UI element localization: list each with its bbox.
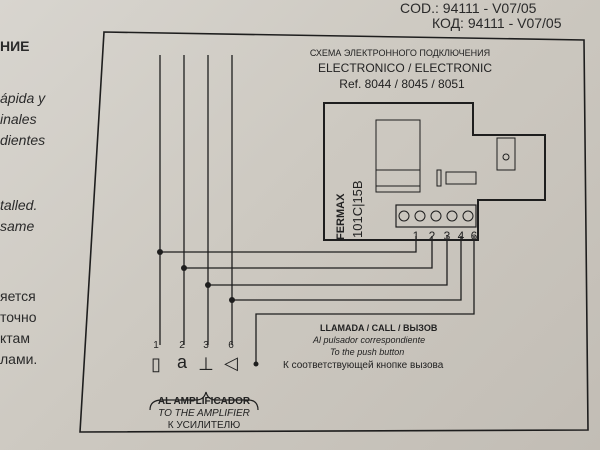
diagram-line	[398, 210, 410, 222]
diagram-line	[462, 210, 474, 222]
mic-symbol-icon: a	[177, 352, 188, 372]
diagram-label: 6	[228, 340, 234, 351]
left-line: ктам	[0, 330, 30, 346]
left-line: ápida y	[0, 90, 46, 106]
left-line: лами.	[0, 351, 38, 367]
diagram-line	[160, 236, 417, 253]
amp-terminal-labels: 1 2 3 6	[153, 340, 234, 351]
call-en: To the push button	[330, 347, 404, 357]
chip-component	[445, 171, 477, 185]
horn-symbol-icon: ◁	[224, 353, 238, 373]
call-es: Al pulsador correspondiente	[312, 335, 425, 345]
diagram-label: 2	[429, 229, 436, 243]
button-component	[496, 137, 516, 171]
diagram-line	[430, 210, 442, 222]
diagram-label: 3	[203, 340, 209, 351]
connection-wires	[160, 236, 475, 362]
call-label: LLAMADA / CALL / ВЫЗОВ	[320, 323, 438, 333]
diagram-line	[255, 236, 475, 362]
diagram-line	[375, 169, 421, 193]
diagram-line	[414, 210, 426, 222]
brand-logo: FERMAX	[335, 193, 347, 240]
diagram-label: 2	[179, 340, 185, 351]
terminal-strip	[395, 204, 477, 228]
diagram-label: 4	[458, 229, 465, 243]
call-ru: К соответствующей кнопке вызова	[283, 360, 444, 371]
ref: Ref. 8044 / 8045 / 8051	[339, 77, 465, 91]
diagram-label: 1	[153, 340, 159, 351]
diagram-line	[181, 265, 187, 271]
amp-symbols: ▯ a ⊥ ◁	[151, 352, 238, 374]
title-ru: СХЕМА ЭЛЕКТРОННОГО ПОДКЛЮЧЕНИЯ	[310, 48, 490, 58]
left-line: same	[0, 218, 35, 234]
left-heading: НИЕ	[0, 38, 30, 54]
left-line: яется	[0, 288, 36, 304]
board-terminal-labels: 1 2 3 4 6	[413, 229, 478, 243]
resistor-component	[436, 169, 442, 187]
model: 101C|15B	[350, 180, 365, 238]
diagram-line	[184, 236, 433, 269]
left-line: dientes	[0, 132, 46, 148]
left-line: точно	[0, 309, 37, 325]
amp-vertical-wires	[159, 55, 233, 345]
diagram-line	[157, 249, 163, 255]
diagram-line	[79, 31, 589, 433]
code-label: COD.: 94111 - V07/05	[400, 0, 537, 16]
junction-dots	[157, 249, 259, 367]
speaker-symbol-icon: ▯	[151, 354, 161, 374]
diagram-line	[229, 297, 235, 303]
diagram-label: 3	[444, 229, 451, 243]
amplifier-brace	[149, 391, 259, 411]
relay-component	[375, 119, 421, 187]
amp-en: TO THE AMPLIFIER	[158, 408, 250, 419]
amp-es: AL AMPLIFICADOR	[158, 396, 251, 407]
diagram-line	[502, 153, 510, 161]
diagram-label: 6	[471, 229, 478, 243]
diagram-line	[446, 210, 458, 222]
diagram-line	[205, 282, 211, 288]
diagram-line	[232, 236, 462, 301]
left-line: talled.	[0, 197, 38, 213]
board-outline	[323, 102, 546, 241]
ground-symbol-icon: ⊥	[198, 354, 214, 374]
kod-label: КОД: 94111 - V07/05	[432, 15, 562, 31]
left-line: inales	[0, 111, 37, 127]
amp-ru: К УСИЛИТЕЛЮ	[168, 420, 241, 431]
terminal-screws	[398, 210, 474, 222]
call-wire-end	[253, 361, 259, 367]
diagram-label: 1	[413, 229, 420, 243]
diagram-frame	[79, 31, 589, 433]
title: ELECTRONICO / ELECTRONIC	[318, 61, 492, 75]
diagram-line	[208, 236, 448, 286]
